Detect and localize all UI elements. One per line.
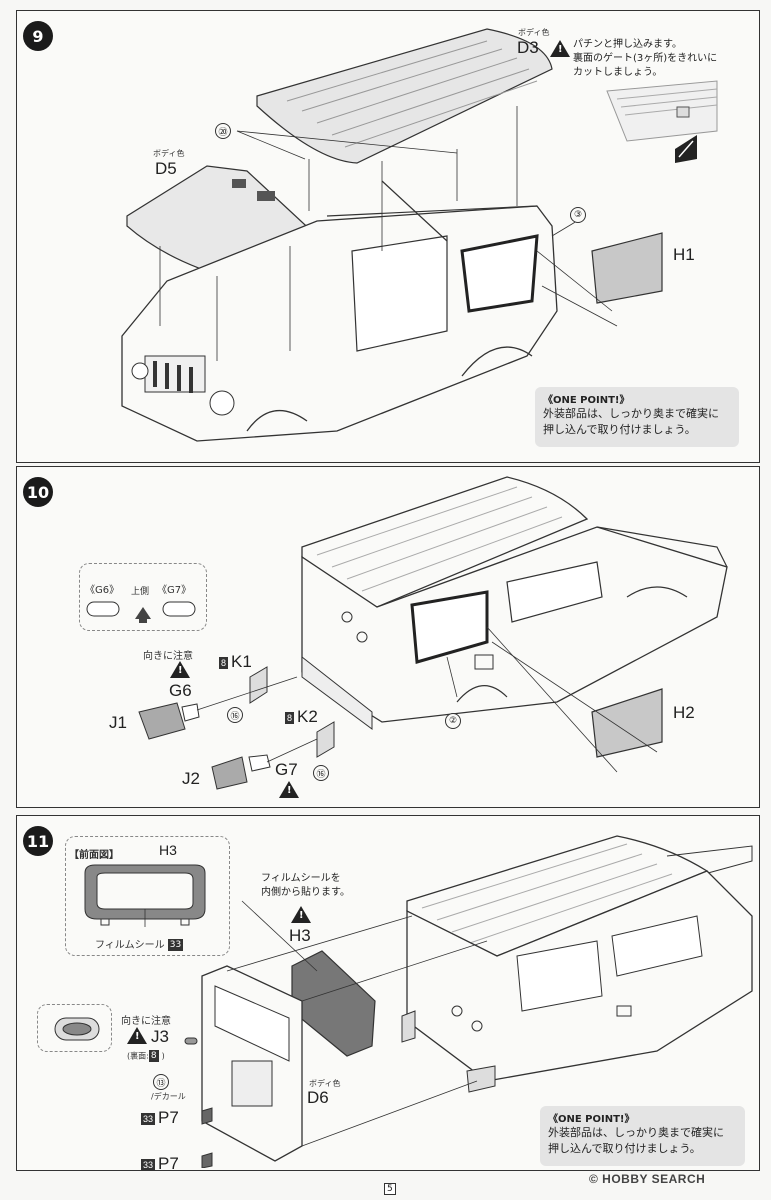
d3-part-label: D3 [517, 38, 539, 57]
watermark: © HOBBY SEARCH [589, 1172, 706, 1186]
callout-16a: ⑯ [227, 707, 243, 723]
h2-part-label: H2 [673, 703, 695, 722]
k2-text: K2 [297, 707, 318, 726]
h3-front-view-drawing [84, 864, 206, 927]
caution-icon [550, 40, 570, 57]
callout-13: ⑬ [153, 1074, 169, 1090]
caution-icon [127, 1027, 147, 1044]
d3-note: パチンと押し込みます。 裏面のゲート(3ヶ所)をきれいに カットしましょう。 [573, 39, 718, 78]
j2-part-label: J2 [182, 769, 200, 788]
callout-20: ⑳ [215, 123, 231, 139]
d5-body-color-label: ボディ色 [153, 149, 185, 158]
front-view-box [65, 836, 230, 956]
step-10-panel: 10 《G6》 上側 《G7》 [16, 466, 760, 808]
g6-tag: 《G6》 [85, 585, 120, 596]
one-point-box: 《ONE POINT!》 外装部品は、しっかり奥まで確実に 押し込んで取り付けま… [540, 1106, 745, 1166]
step-11-illustration [54, 835, 753, 1168]
film-seal-label: フィルムシール 33 [95, 936, 186, 951]
front-view-h3: H3 [159, 842, 177, 858]
p7b-number: 33 [141, 1158, 156, 1171]
step-11-panel: 11 【前面図】 H3 フィルムシール 33 フィルムシールを 内側から貼ります… [16, 815, 760, 1174]
g6-g7-orientation-box [79, 563, 207, 631]
film-seal-text: フィルムシール [95, 940, 165, 951]
callout-16b: ⑯ [313, 765, 329, 781]
caution-icon [291, 906, 311, 923]
h1-part-label: H1 [673, 245, 695, 264]
page-number: 5 [384, 1183, 396, 1195]
runner-number: 8 [285, 711, 295, 724]
p7a-number: 33 [141, 1112, 156, 1125]
j3-part-label: J3 [151, 1027, 169, 1046]
d5-part-label: D5 [155, 159, 177, 178]
g6-part-label: G6 [169, 681, 192, 700]
callout-2: ② [445, 713, 461, 729]
j3-back-prefix: (裏面: [127, 1051, 149, 1061]
p7a-text: P7 [158, 1108, 179, 1127]
h3-part-label: H3 [289, 926, 311, 945]
one-point-title: 《ONE POINT!》 [548, 1114, 635, 1125]
g7-part-label: G7 [275, 760, 298, 779]
step-number-badge: 11 [23, 826, 53, 856]
j3-back-number: 8 [148, 1050, 159, 1062]
j1-part-label: J1 [109, 713, 127, 732]
caution-icon [279, 781, 299, 798]
front-view-label: 【前面図】 [69, 850, 119, 861]
d6-body-color-label: ボディ色 [309, 1079, 341, 1088]
step-number-badge: 10 [23, 477, 53, 507]
upside-label: 上側 [131, 587, 150, 597]
callout-3: ③ [570, 207, 586, 223]
j3-orientation-note: 向きに注意 [121, 1016, 171, 1027]
caution-icon [170, 661, 190, 678]
k1-text: K1 [231, 652, 252, 671]
step-9-illustration [121, 28, 718, 442]
g6-g7-shapes [86, 601, 196, 623]
one-point-title: 《ONE POINT!》 [543, 395, 630, 406]
g7-tag: 《G7》 [157, 585, 192, 596]
orientation-note: 向きに注意 [143, 651, 193, 662]
j3-back-note: (裏面:8) [127, 1050, 165, 1062]
j3-back-suffix: ) [161, 1051, 165, 1061]
p7b-text: P7 [158, 1154, 179, 1173]
d3-body-color-label: ボディ色 [518, 28, 550, 37]
one-point-body: 外装部品は、しっかり奥まで確実に 押し込んで取り付けましょう。 [548, 1126, 724, 1155]
film-seal-number: 33 [167, 939, 184, 951]
film-note: フィルムシールを 内側から貼ります。 [261, 873, 350, 898]
step-number-badge: 9 [23, 21, 53, 51]
step-9-panel: 9 [16, 10, 760, 463]
d6-part-label: D6 [307, 1088, 329, 1107]
one-point-body: 外装部品は、しっかり奥まで確実に 押し込んで取り付けましょう。 [543, 407, 719, 436]
step-10-illustration [138, 476, 728, 790]
one-point-box: 《ONE POINT!》 外装部品は、しっかり奥まで確実に 押し込んで取り付けま… [535, 387, 739, 447]
j3-orientation-box [37, 1004, 112, 1052]
decal-label: /デカール [151, 1092, 186, 1101]
runner-number: 8 [219, 656, 229, 669]
